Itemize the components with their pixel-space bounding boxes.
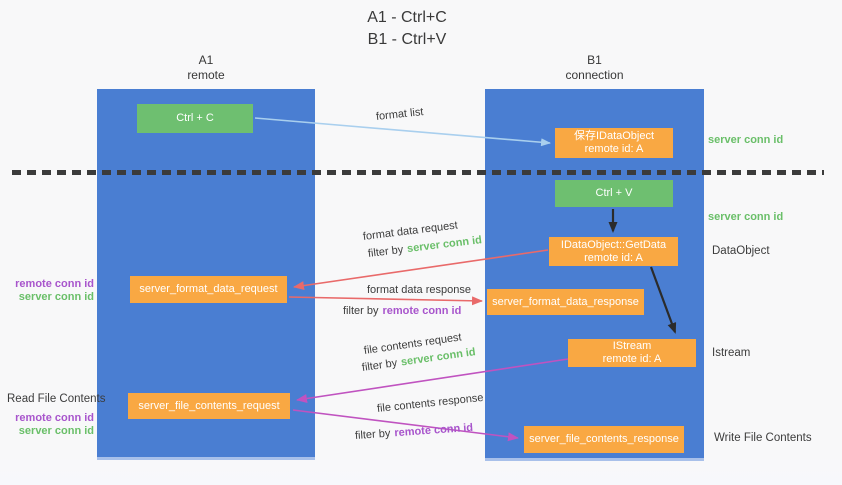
annotation-dataobject: DataObject <box>712 245 770 257</box>
annotation-server-conn-id-lower: server conn id <box>18 425 94 437</box>
node-server-file-contents-response: server_file_contents_response <box>524 426 684 453</box>
annotation-read-file-contents: Read File Contents <box>7 393 106 405</box>
filter-by-text: filter by <box>343 305 379 317</box>
save-idataobject-line1: 保存IDataObject <box>573 130 655 142</box>
lane-header-b1: B1 connection <box>485 53 704 83</box>
lane-b1-id: B1 <box>587 53 602 67</box>
getdata-line1: IDataObject::GetData <box>560 238 667 251</box>
edge-label-format-list: format list <box>375 106 425 123</box>
annotation-istream: Istream <box>712 347 751 359</box>
arrow-format-data-response <box>288 296 483 306</box>
annotation-remote-conn-id-lower: remote conn id <box>15 412 94 424</box>
ctrl-v-label: Ctrl + V <box>595 187 633 199</box>
remote-conn-id-text: remote conn id <box>393 421 474 440</box>
server-format-data-response-label: server_format_data_response <box>492 295 639 308</box>
diagram-title: A1 - Ctrl+C B1 - Ctrl+V <box>367 7 447 51</box>
phase-divider-dotted-line <box>12 170 824 175</box>
istream-line2: remote id: A <box>602 353 662 365</box>
node-idataobject-getdata: IDataObject::GetData remote id: A <box>549 237 678 266</box>
node-server-format-data-response: server_format_data_response <box>487 289 644 315</box>
annotation-write-file-contents: Write File Contents <box>714 432 812 444</box>
title-line-1: A1 - Ctrl+C <box>367 9 447 26</box>
ctrl-c-label: Ctrl + C <box>176 112 214 124</box>
server-file-contents-response-label: server_file_contents_response <box>529 433 679 445</box>
lane-a1-role: remote <box>187 68 225 82</box>
node-server-format-data-request: server_format_data_request <box>130 276 287 303</box>
remote-conn-id-text: remote conn id <box>382 305 462 317</box>
node-save-idataobject: 保存IDataObject remote id: A <box>555 128 673 158</box>
server-format-data-request-label: server_format_data_request <box>139 283 278 295</box>
server-conn-id-text: server conn id <box>406 234 483 256</box>
edge-label-format-data-response: format data response <box>367 284 471 296</box>
lane-header-a1: A1 remote <box>97 53 315 83</box>
filter-by-text: filter by <box>361 357 398 374</box>
server-file-contents-request-label: server_file_contents_request <box>138 399 280 412</box>
save-idataobject-line2: remote id: A <box>584 143 644 155</box>
annotation-remote-conn-id-upper: remote conn id <box>15 278 94 290</box>
node-ctrl-v: Ctrl + V <box>555 180 673 207</box>
node-server-file-contents-request: server_file_contents_request <box>128 393 290 419</box>
getdata-line2: remote id: A <box>584 251 643 264</box>
istream-line1: IStream <box>612 340 652 352</box>
filter-by-text: filter by <box>354 427 391 442</box>
title-line-2: B1 - Ctrl+V <box>367 31 447 48</box>
annotation-server-conn-id-upper: server conn id <box>18 291 94 303</box>
annotation-server-conn-id-mid: server conn id <box>708 211 784 223</box>
filter-by-text: filter by <box>367 243 404 260</box>
node-ctrl-c: Ctrl + C <box>137 104 253 133</box>
lane-a1-id: A1 <box>198 53 214 67</box>
node-istream: IStream remote id: A <box>568 339 696 367</box>
edge-label-file-contents-response: file contents response <box>376 391 485 415</box>
lane-b1-role: connection <box>565 68 624 82</box>
annotation-server-conn-id-top: server conn id <box>708 134 784 146</box>
